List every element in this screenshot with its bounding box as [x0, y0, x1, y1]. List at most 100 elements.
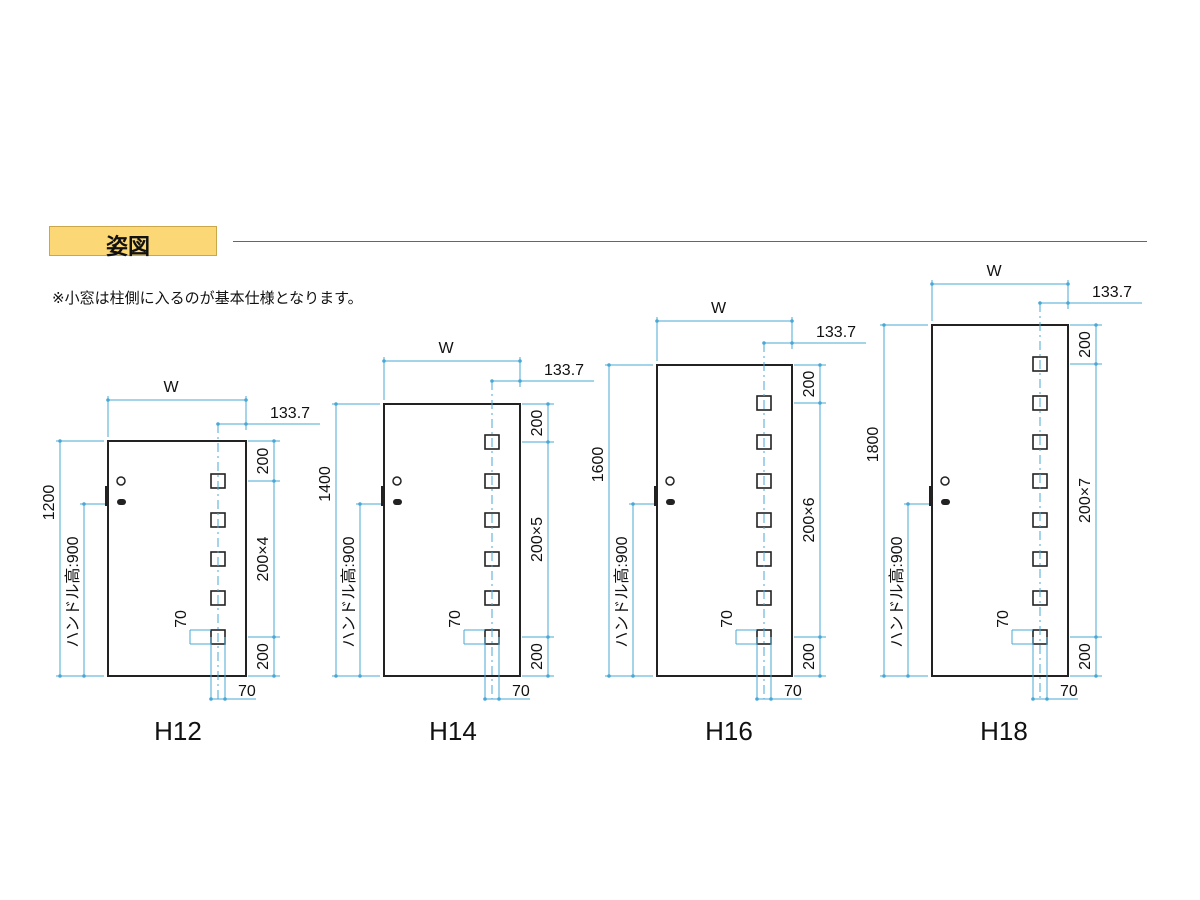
dim-dot [209, 697, 213, 701]
window-spacing-label: 200×6 [801, 497, 818, 542]
window-spacing-label: 200×5 [529, 517, 546, 562]
offset-label: 133.7 [816, 324, 856, 341]
dim-dot [58, 674, 62, 678]
door-outline [931, 324, 1069, 677]
dim-dot [546, 635, 550, 639]
window-spacing-label: 200×7 [1077, 478, 1094, 523]
section-header: 姿図 [49, 226, 217, 260]
height-label: 1800 [865, 427, 882, 463]
dim-dot [518, 379, 522, 383]
dim-dot [1094, 362, 1098, 366]
handle-icon [666, 499, 675, 505]
dim-dot [358, 674, 362, 678]
dim-dot [906, 674, 910, 678]
width-label: W [986, 263, 1002, 280]
dim-dot [546, 440, 550, 444]
window-offset-label: 70 [995, 610, 1012, 628]
dim-dot [272, 479, 276, 483]
hinge-mark [381, 486, 385, 506]
window-spacing-label: 200×4 [255, 536, 272, 581]
width-label: W [438, 340, 454, 357]
dim-dot [607, 363, 611, 367]
dim-dot [334, 674, 338, 678]
dim-dot [882, 674, 886, 678]
dim-dot [244, 398, 248, 402]
dim-dot [1094, 674, 1098, 678]
dim-dot [358, 502, 362, 506]
handle-icon [117, 499, 126, 505]
handle-height-label: ハンドル高:900 [888, 536, 906, 647]
dim-dot [631, 674, 635, 678]
dim-dot [1031, 697, 1035, 701]
dim-dot [244, 422, 248, 426]
window-offset-label: 70 [719, 610, 736, 628]
offset-label: 133.7 [270, 405, 310, 422]
dim-dot [58, 439, 62, 443]
dim-dot [223, 697, 227, 701]
handle-icon [393, 499, 402, 505]
dim-dot [769, 697, 773, 701]
top-spacing-label: 200 [801, 371, 818, 398]
note-text: ※小窓は柱側に入るのが基本仕様となります。 [52, 289, 363, 307]
offset-label: 133.7 [544, 362, 584, 379]
dim-dot [1066, 282, 1070, 286]
window-size-label: 70 [1060, 683, 1078, 700]
dim-dot [272, 674, 276, 678]
top-spacing-label: 200 [255, 448, 272, 475]
dim-dot [82, 502, 86, 506]
window-offset-label: 70 [173, 610, 190, 628]
model-caption: H14 [429, 716, 477, 746]
dim-dot [518, 359, 522, 363]
top-spacing-label: 200 [529, 410, 546, 437]
hinge-mark [654, 486, 658, 506]
window-size-label: 70 [512, 683, 530, 700]
handle-height-label: ハンドル高:900 [64, 536, 82, 647]
keyhole-icon [665, 476, 675, 486]
window-offset-label: 70 [447, 610, 464, 628]
dim-dot [497, 697, 501, 701]
dim-dot [546, 674, 550, 678]
keyhole-icon [392, 476, 402, 486]
model-caption: H12 [154, 716, 202, 746]
dim-dot [106, 398, 110, 402]
dim-dot [755, 697, 759, 701]
dim-dot [1066, 301, 1070, 305]
hinge-mark [105, 486, 109, 506]
dim-dot [272, 635, 276, 639]
dim-dot [790, 319, 794, 323]
height-label: 1400 [317, 466, 334, 502]
dim-dot [631, 502, 635, 506]
dim-dot [1094, 323, 1098, 327]
dim-dot [818, 363, 822, 367]
dim-dot [546, 402, 550, 406]
height-label: 1600 [590, 447, 607, 483]
bottom-spacing-label: 200 [801, 643, 818, 670]
bottom-spacing-label: 200 [255, 643, 272, 670]
handle-height-label: ハンドル高:900 [613, 536, 631, 647]
dim-dot [1045, 697, 1049, 701]
window-size-label: 70 [238, 683, 256, 700]
dim-dot [655, 319, 659, 323]
top-spacing-label: 200 [1077, 331, 1094, 358]
offset-label: 133.7 [1092, 284, 1132, 301]
dim-dot [906, 502, 910, 506]
model-caption: H16 [705, 716, 753, 746]
dim-dot [882, 323, 886, 327]
dim-dot [607, 674, 611, 678]
dim-dot [1094, 635, 1098, 639]
dim-dot [818, 674, 822, 678]
dim-dot [1038, 301, 1042, 305]
handle-height-label: ハンドル高:900 [340, 536, 358, 647]
width-label: W [711, 300, 727, 317]
width-label: W [163, 379, 179, 396]
dim-dot [216, 422, 220, 426]
dim-dot [334, 402, 338, 406]
keyhole-icon [116, 476, 126, 486]
keyhole-icon [940, 476, 950, 486]
dim-dot [790, 341, 794, 345]
